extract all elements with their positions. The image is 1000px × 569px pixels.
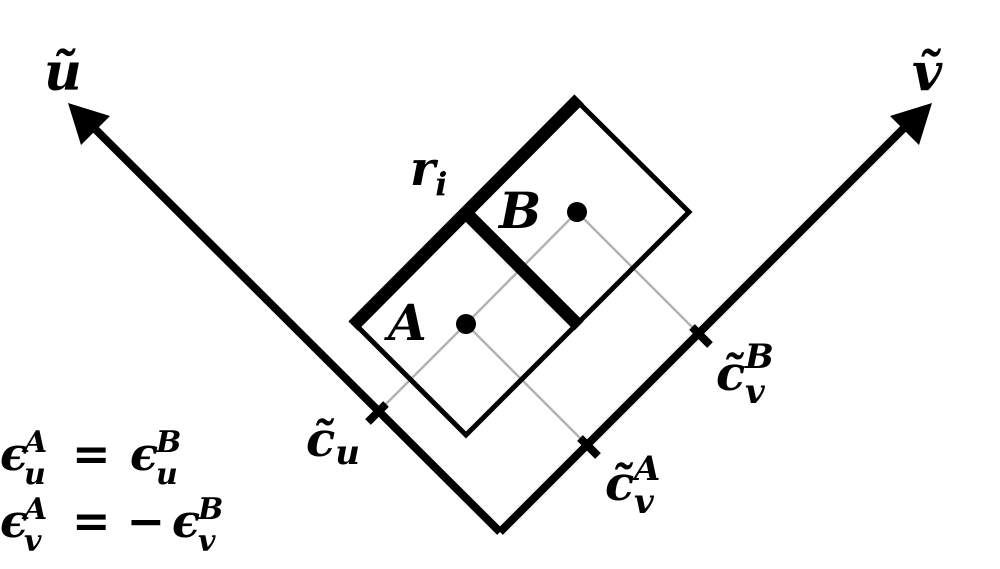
- projection-line-a-v: [465, 323, 590, 448]
- eq2-rhs-base: ϵ: [172, 494, 200, 548]
- u-axis-arrowhead: [68, 103, 110, 145]
- tick-cv-a-base: c̃: [605, 456, 634, 512]
- projection-line-b-v: [576, 211, 702, 337]
- v-axis-arrowhead: [890, 103, 932, 145]
- eq2-lhs-base: ϵ: [0, 494, 28, 548]
- tick-cv-a-sup: A: [631, 449, 660, 489]
- tick-cv-b-base: c̃: [716, 346, 745, 402]
- u-axis-label: ũ: [44, 42, 82, 103]
- edge-r-i-label: ri: [410, 141, 447, 203]
- tick-cv-a-label: c̃ A v: [605, 449, 660, 522]
- tick-cu-sub: u: [335, 433, 360, 473]
- tick-cv-b-sub: v: [745, 372, 766, 412]
- eq1-lhs-sub: u: [24, 457, 46, 492]
- v-axis: [497, 107, 925, 535]
- eq2-operator: = −: [72, 494, 165, 548]
- eq1-operator: =: [72, 427, 111, 481]
- projection-line-a-u: [376, 323, 467, 414]
- eq1-rhs-sub: u: [156, 457, 178, 492]
- shared-edge: [461, 208, 584, 331]
- eq2-rhs-sub: v: [198, 524, 216, 559]
- equation-u: ϵ A u = ϵ B u: [0, 425, 181, 492]
- tick-cv-a: [577, 435, 601, 459]
- edge-r-i-base: r: [410, 141, 439, 197]
- point-a-label: A: [384, 293, 427, 352]
- tick-cu: [365, 401, 389, 425]
- edge-r-i: [348, 94, 584, 331]
- point-b: [567, 202, 587, 222]
- tick-cu-label: c̃u: [306, 412, 360, 473]
- equation-v: ϵ A v = − ϵ B v: [0, 492, 223, 559]
- eq2-lhs-sup: A: [21, 492, 47, 527]
- v-axis-label: ṽ: [912, 42, 943, 103]
- eq1-lhs-sup: A: [21, 425, 47, 460]
- tick-cu-base: c̃: [306, 412, 335, 468]
- tick-cv-b-sup: B: [744, 337, 774, 377]
- u-axis: [73, 107, 503, 535]
- eq1-lhs-base: ϵ: [0, 427, 28, 481]
- tick-cv-b-label: c̃ B v: [716, 337, 774, 412]
- tick-cv-a-sub: v: [634, 482, 655, 522]
- point-a: [456, 314, 476, 334]
- eq2-rhs-sup: B: [197, 492, 223, 527]
- point-b-label: B: [497, 181, 541, 240]
- eq1-rhs-sup: B: [155, 425, 181, 460]
- eq1-rhs-base: ϵ: [130, 427, 158, 481]
- edge-r-i-sub: i: [435, 165, 447, 203]
- eq2-lhs-sub: v: [24, 524, 42, 559]
- tick-cv-b: [689, 324, 713, 348]
